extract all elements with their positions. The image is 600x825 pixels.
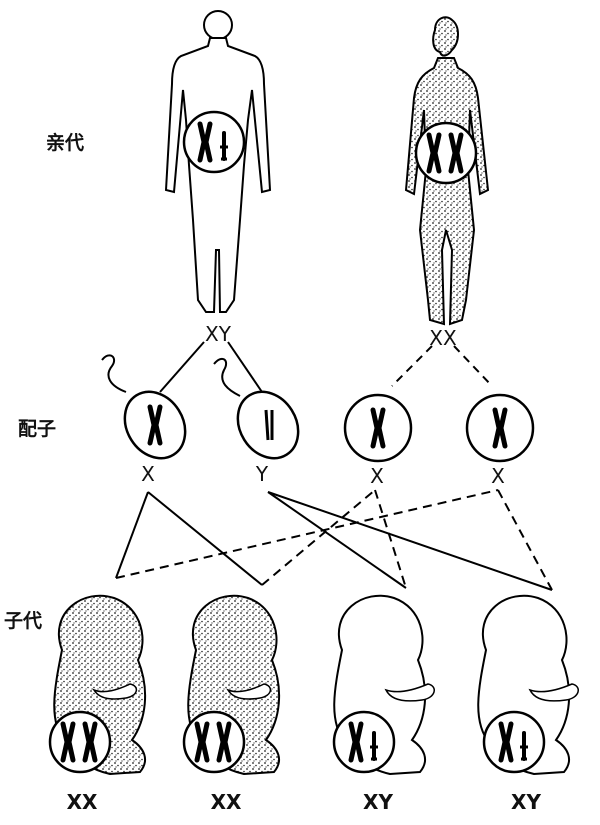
parent-gamete-lines <box>159 341 493 393</box>
offspring-label-2: XX <box>210 790 242 814</box>
father-genotype: XY <box>205 322 231 346</box>
row-label-parents: 亲代 <box>46 132 85 154</box>
gamete-label-4: X <box>491 464 505 488</box>
sperm-y <box>213 357 300 460</box>
mother-chromosome-circle <box>414 121 478 185</box>
fertilization-lines <box>115 491 553 591</box>
fertilization-lines-dashed <box>115 489 553 591</box>
gamete-label-2: Y <box>255 462 269 486</box>
gamete-label-1: X <box>141 462 155 486</box>
father-chromosome-circle <box>182 110 246 174</box>
embryo-1 <box>48 594 147 776</box>
row-label-offspring: 子代 <box>4 610 43 632</box>
gamete-label-3: X <box>370 464 384 488</box>
sperm-x <box>101 354 187 460</box>
mother-genotype: XX <box>429 326 457 350</box>
offspring-label-1: XX <box>66 790 98 814</box>
father-figure <box>164 10 272 313</box>
embryo-2 <box>182 594 281 776</box>
mother-figure <box>404 16 490 326</box>
offspring-label-4: XY <box>511 790 541 814</box>
egg-x-1 <box>343 393 413 463</box>
egg-x-2 <box>465 393 535 463</box>
offspring-label-3: XY <box>363 790 393 814</box>
embryo-3 <box>332 594 435 776</box>
row-label-gametes: 配子 <box>18 418 57 440</box>
embryo-4 <box>477 594 579 776</box>
